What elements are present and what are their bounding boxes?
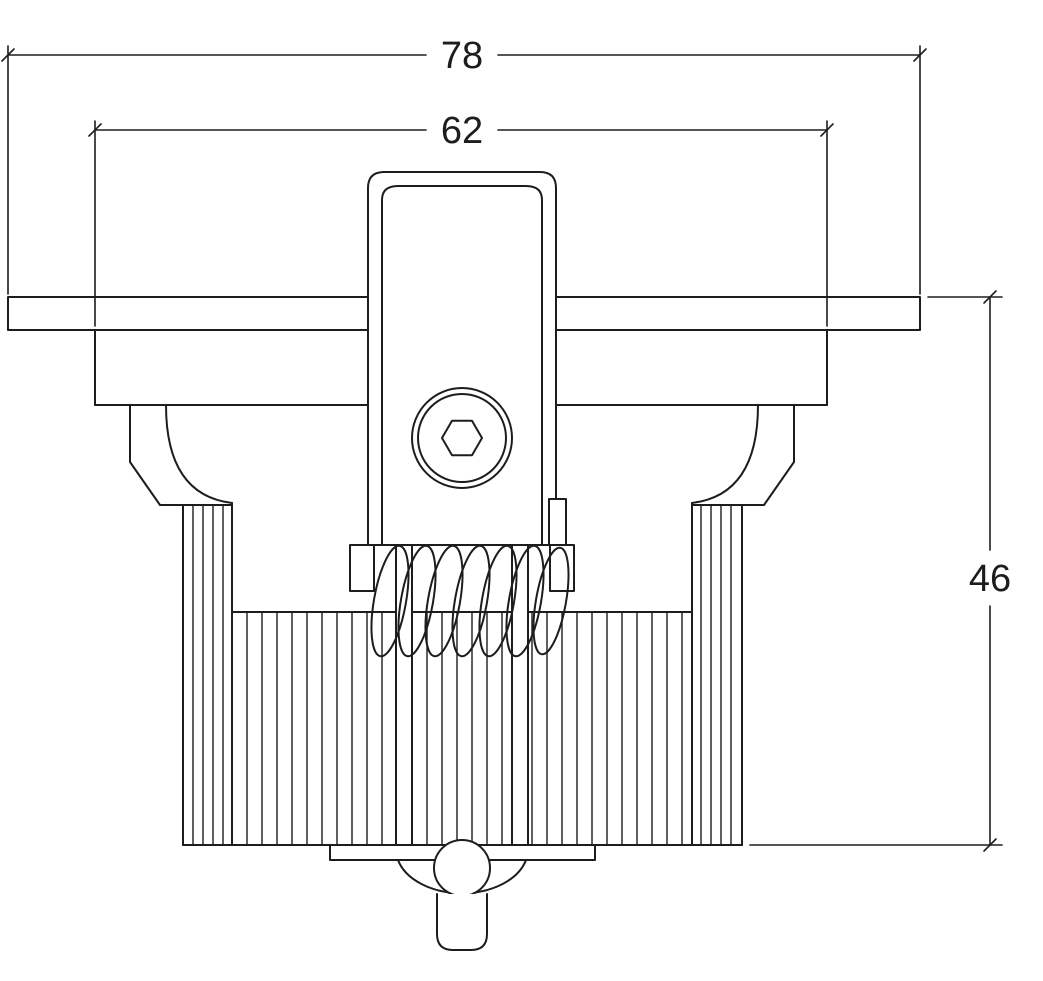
dimension-label-inner-width: 62: [441, 110, 483, 152]
spring-anchor-left: [349, 544, 375, 592]
dimension-tick-bottom: [983, 838, 997, 852]
bracket-leg-left: [395, 544, 413, 846]
spring-coil-loop: [505, 544, 545, 658]
trim-flange: [7, 296, 921, 331]
strain-relief-cup: [436, 893, 488, 951]
shoulder-right: [691, 404, 795, 506]
heatsink-fins-right: [700, 504, 732, 846]
heatsink-fins-left: [192, 504, 224, 846]
spring-clip-bracket: [349, 171, 575, 846]
spring-coil-loop: [397, 544, 437, 658]
shoulder-left: [129, 404, 233, 506]
bracket-leg-right: [511, 544, 529, 846]
shoulder-right-outer: [763, 404, 795, 506]
dimension-tick-left: [1, 48, 15, 62]
heatsink: [182, 502, 743, 846]
spring-coil-loop: [451, 544, 491, 658]
screw-head-outer: [411, 387, 513, 489]
dimension-tick-top: [983, 290, 997, 304]
bracket-outer: [367, 171, 557, 546]
hex-screw: [411, 387, 513, 489]
spring-coil-loop: [370, 544, 410, 658]
dimension-label-overall-width: 78: [441, 35, 483, 77]
shoulder-left-outer: [129, 404, 161, 506]
dimension-inner-width: 62: [88, 110, 834, 327]
spring-coil-loop: [532, 546, 570, 656]
dimension-tick-right: [820, 123, 834, 137]
dimension-label-height: 46: [969, 558, 1011, 600]
spring-coil-loop: [424, 544, 464, 658]
drawing-root: 78 62 46: [1, 35, 1011, 951]
dimension-height: 46: [749, 290, 1011, 852]
bracket-inner: [381, 185, 543, 546]
base-assembly: [329, 839, 596, 951]
hex-socket-icon: [441, 419, 483, 457]
fixture: [7, 171, 921, 951]
dimension-tick-left: [88, 123, 102, 137]
dimension-tick-right: [913, 48, 927, 62]
screw-head-inner: [417, 393, 507, 483]
coil-spring: [370, 544, 570, 658]
shoulder-right-curve: [691, 404, 759, 504]
spring-catch-tab: [548, 498, 567, 546]
heatsink-fins-center: [246, 611, 683, 846]
spring-anchor-right: [549, 544, 575, 592]
spring-coil-loop: [478, 544, 518, 658]
shoulder-left-curve: [165, 404, 233, 504]
dimension-overall-width: 78: [1, 35, 927, 295]
cable-gland-circle: [433, 839, 491, 897]
